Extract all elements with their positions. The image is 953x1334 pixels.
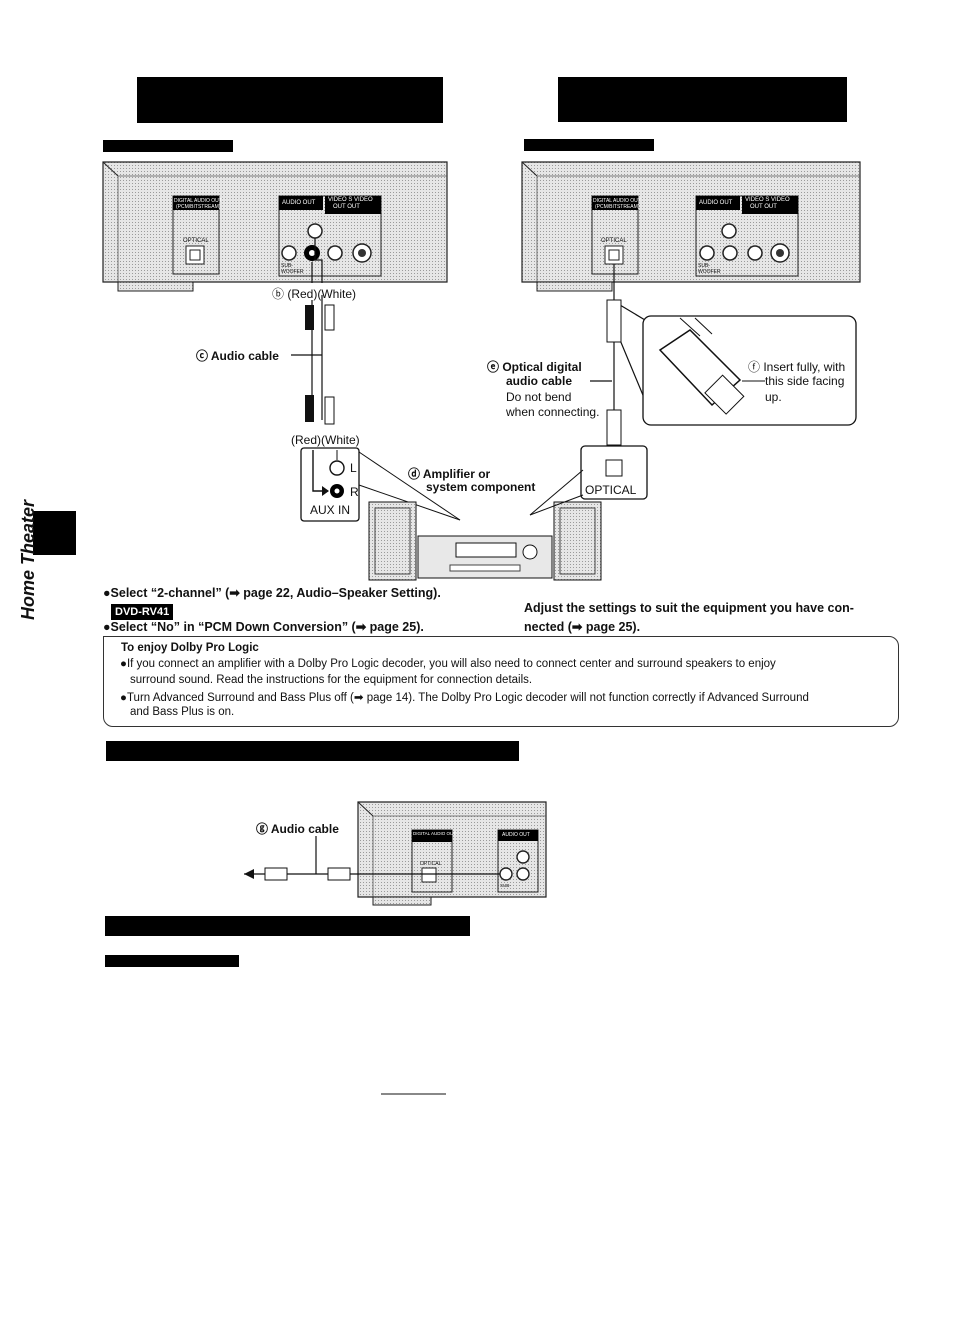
heading-bar-middle bbox=[106, 741, 519, 761]
instruction-right-2: nected (➡ page 25). bbox=[524, 620, 641, 634]
amplifier-system bbox=[368, 501, 602, 581]
optical-port-label: OPTICAL bbox=[585, 483, 637, 497]
panel-video-out-sub: OUT OUT bbox=[333, 204, 360, 210]
panel2-video-out-label: VIDEO S VIDEO bbox=[745, 197, 790, 203]
note-line-4: and Bass Plus is on. bbox=[130, 706, 235, 718]
subheading-bar-lower bbox=[105, 955, 239, 967]
instruction-right-1: Adjust the settings to suit the equipmen… bbox=[524, 601, 854, 615]
instruction-left-2: ●Select “No” in “PCM Down Conversion” (➡… bbox=[103, 620, 424, 634]
optical-plug-detail bbox=[642, 315, 857, 426]
instruction-left-1: ●Select “2-channel” (➡ page 22, Audio–Sp… bbox=[103, 586, 441, 600]
label-g: ⓖ Audio cable bbox=[256, 822, 339, 836]
label-d-1: ⓓ Amplifier or bbox=[408, 467, 491, 481]
panel-woofer-label: WOOFER bbox=[281, 269, 304, 275]
panel2-video-out-sub: OUT OUT bbox=[750, 204, 777, 210]
jack-r-label: R bbox=[350, 485, 359, 499]
panel2-optical-label: OPTICAL bbox=[601, 238, 627, 244]
panel2-sub-label: SUB- bbox=[698, 263, 710, 269]
note-line-3: ●Turn Advanced Surround and Bass Plus of… bbox=[120, 692, 809, 704]
model-badge: DVD-RV41 bbox=[111, 604, 174, 620]
subheading-bar-left bbox=[103, 140, 233, 152]
player-rear-panel-3 bbox=[357, 801, 547, 906]
panel3-digital-label: DIGITAL AUDIO OUT bbox=[413, 831, 457, 836]
label-b: ⓑ (Red)(White) bbox=[272, 287, 357, 301]
label-d-2: system component bbox=[426, 480, 536, 494]
heading-bar-right bbox=[558, 77, 847, 122]
heading-bar-lower bbox=[105, 916, 470, 936]
label-f-2: this side facing bbox=[765, 374, 845, 388]
label-e-3: Do not bend bbox=[506, 390, 572, 404]
section-tab bbox=[33, 511, 76, 555]
label-red-white: (Red)(White) bbox=[291, 433, 360, 447]
label-e-1: ⓔ Optical digital bbox=[487, 360, 582, 374]
dolby-note-box: To enjoy Dolby Pro Logic ●If you connect… bbox=[103, 636, 899, 727]
subheading-bar-right bbox=[524, 139, 654, 151]
heading-bar-left bbox=[137, 77, 443, 123]
label-e-2: audio cable bbox=[506, 374, 573, 388]
panel-audio-out-label: AUDIO OUT bbox=[282, 200, 316, 206]
panel3-sub-label: SUB- bbox=[500, 883, 511, 888]
note-line-2: surround sound. Read the instructions fo… bbox=[130, 674, 533, 686]
panel3-optical-label: OPTICAL bbox=[420, 861, 442, 867]
panel-digital-label: DIGITAL AUDIO OUT bbox=[174, 198, 222, 204]
panel3-audio-out-label: AUDIO OUT bbox=[502, 832, 530, 838]
jack-l-label: L bbox=[350, 461, 357, 475]
player-rear-panel-2 bbox=[521, 161, 861, 292]
player-rear-panel-1 bbox=[102, 161, 448, 292]
note-title: To enjoy Dolby Pro Logic bbox=[121, 642, 259, 654]
panel2-audio-out-label: AUDIO OUT bbox=[699, 200, 733, 206]
panel-sub-label: SUB- bbox=[281, 263, 293, 269]
label-c: ⓒ Audio cable bbox=[196, 349, 279, 363]
label-f-1: ⓕ Insert fully, with bbox=[748, 360, 846, 374]
panel2-woofer-label: WOOFER bbox=[698, 269, 721, 275]
panel-optical-label: OPTICAL bbox=[183, 238, 209, 244]
label-e-4: when connecting. bbox=[506, 405, 600, 419]
optical-port-box bbox=[529, 445, 648, 516]
label-f-3: up. bbox=[765, 390, 782, 404]
panel2-digital-label: DIGITAL AUDIO OUT bbox=[593, 198, 641, 204]
panel-video-out-label: VIDEO S VIDEO bbox=[328, 197, 373, 203]
panel2-digital-sub: (PCM/BITSTREAM) bbox=[595, 204, 640, 210]
aux-in-box bbox=[300, 447, 461, 522]
panel-digital-sub: (PCM/BITSTREAM) bbox=[176, 204, 221, 210]
note-line-1: ●If you connect an amplifier with a Dolb… bbox=[120, 658, 776, 670]
aux-in-label: AUX IN bbox=[310, 503, 351, 517]
